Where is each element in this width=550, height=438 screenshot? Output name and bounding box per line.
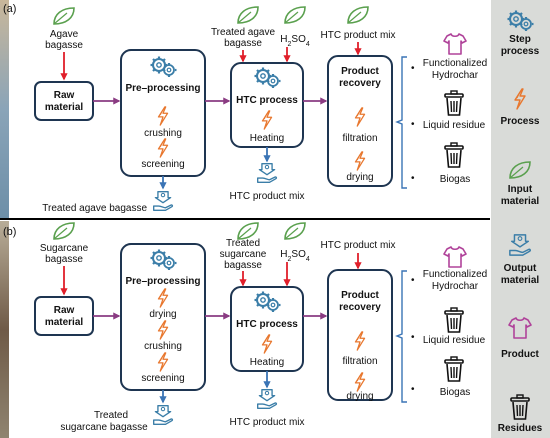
- raw-material-label-a-2: material: [45, 102, 84, 113]
- leaf-icon: [284, 222, 306, 240]
- trash-bin-icon: [444, 142, 464, 168]
- raw-material-box-a: [34, 81, 94, 121]
- legend-input-material-2: material: [501, 196, 540, 207]
- htc-input-b-3: bagasse: [224, 260, 262, 271]
- legend-residues: Residues: [498, 423, 543, 434]
- product-a-0: Functionalized: [423, 58, 487, 69]
- product-a-2: Liquid residue: [423, 120, 486, 131]
- trash-bin-icon: [444, 90, 464, 116]
- panel-b: (b) Sugarcane bagasse Raw material Pre–p…: [3, 222, 487, 433]
- panel-a: (a) Agave bagasse Raw material Pre–proce…: [3, 3, 487, 214]
- product-b-0: Functionalized: [423, 269, 487, 280]
- bullet-a-2: •: [411, 173, 415, 184]
- recovery-step-a-1: drying: [346, 172, 373, 183]
- leaf-icon: [237, 222, 259, 240]
- htc-reagent-a: H2SO4: [280, 34, 310, 48]
- preproc-output-b-1: Treated: [94, 410, 128, 421]
- recovery-title-a-1: Product: [341, 66, 379, 77]
- product-b-3: Biogas: [440, 387, 471, 398]
- recovery-title-a-2: recovery: [339, 78, 381, 89]
- preproc-output-b-2: sugarcane bagasse: [60, 422, 148, 433]
- leaf-icon: [53, 7, 75, 25]
- recovery-input-a: HTC product mix: [320, 30, 395, 41]
- recovery-step-b-1: drying: [346, 391, 373, 402]
- product-b-2: Liquid residue: [423, 335, 486, 346]
- raw-material-label-b-1: Raw: [54, 305, 75, 316]
- legend: Step process Process Input material Outp…: [498, 9, 543, 434]
- recovery-step-b-0: filtration: [342, 356, 377, 367]
- preproc-step-b-2: screening: [141, 373, 184, 384]
- leaf-icon: [284, 6, 306, 24]
- product-a-3: Biogas: [440, 174, 471, 185]
- htc-step-a: Heating: [250, 133, 284, 144]
- trash-bin-icon: [444, 356, 464, 382]
- recovery-title-b-2: recovery: [339, 302, 381, 313]
- input-label-a-2: bagasse: [45, 40, 83, 51]
- htc-input-a-2: bagasse: [224, 38, 262, 49]
- trash-bin-icon: [444, 307, 464, 333]
- recovery-input-b: HTC product mix: [320, 240, 395, 251]
- htc-reagent-b: H2SO4: [280, 249, 310, 263]
- htc-step-b: Heating: [250, 357, 284, 368]
- legend-process: Process: [501, 116, 540, 127]
- htc-input-b-1: Treated: [226, 238, 260, 249]
- photo-strip-b: [0, 221, 9, 438]
- photo-strip-a: [0, 0, 9, 218]
- recovery-title-b-1: Product: [341, 290, 379, 301]
- shirt-icon: [443, 246, 467, 268]
- legend-step-process-1: Step: [509, 34, 531, 45]
- legend-output-material-2: material: [501, 275, 540, 286]
- leaf-icon: [53, 222, 75, 240]
- hand-output-icon: [153, 405, 174, 425]
- leaf-icon: [237, 6, 259, 24]
- raw-material-label-b-2: material: [45, 317, 84, 328]
- input-label-a-1: Agave: [50, 29, 79, 40]
- legend-product: Product: [501, 349, 539, 360]
- htc-input-b-2: sugarcane: [220, 249, 267, 260]
- product-brace-b: [395, 270, 407, 403]
- legend-step-process-2: process: [501, 46, 540, 57]
- bullet-a-0: •: [411, 63, 415, 74]
- htc-output-b: HTC product mix: [229, 417, 304, 428]
- raw-material-label-a-1: Raw: [54, 90, 75, 101]
- preproc-step-b-0: drying: [149, 309, 176, 320]
- preproc-step-b-1: crushing: [144, 341, 182, 352]
- legend-panel: [491, 0, 550, 438]
- input-label-b-1: Sugarcane: [40, 243, 89, 254]
- preprocessing-title-a: Pre–processing: [125, 83, 200, 94]
- raw-material-box-b: [34, 296, 94, 336]
- panel-a-tag: (a): [3, 3, 16, 15]
- preproc-output-a: Treated agave bagasse: [42, 203, 147, 214]
- leaf-icon: [347, 6, 369, 24]
- bullet-b-0: •: [411, 275, 415, 286]
- panel-b-tag: (b): [3, 226, 16, 238]
- trash-bin-icon: [510, 394, 530, 420]
- product-brace-a: [395, 56, 407, 189]
- htc-output-a: HTC product mix: [229, 191, 304, 202]
- bullet-a-1: •: [411, 119, 415, 130]
- preproc-step-a-1: screening: [141, 159, 184, 170]
- htc-title-b: HTC process: [236, 319, 298, 330]
- hand-output-icon: [153, 191, 174, 211]
- hand-output-icon: [257, 389, 278, 409]
- product-b-1: Hydrochar: [432, 281, 479, 292]
- shirt-icon: [443, 33, 467, 55]
- preproc-step-a-0: crushing: [144, 128, 182, 139]
- bullet-b-2: •: [411, 384, 415, 395]
- recovery-step-a-0: filtration: [342, 133, 377, 144]
- preprocessing-title-b: Pre–processing: [125, 276, 200, 287]
- product-a-1: Hydrochar: [432, 70, 479, 81]
- bullet-b-1: •: [411, 332, 415, 343]
- hand-output-icon: [257, 163, 278, 183]
- htc-title-a: HTC process: [236, 95, 298, 106]
- legend-input-material-1: Input: [508, 184, 533, 195]
- legend-output-material-1: Output: [504, 263, 537, 274]
- input-label-b-2: bagasse: [45, 254, 83, 265]
- htc-input-a-1: Treated agave: [211, 27, 276, 38]
